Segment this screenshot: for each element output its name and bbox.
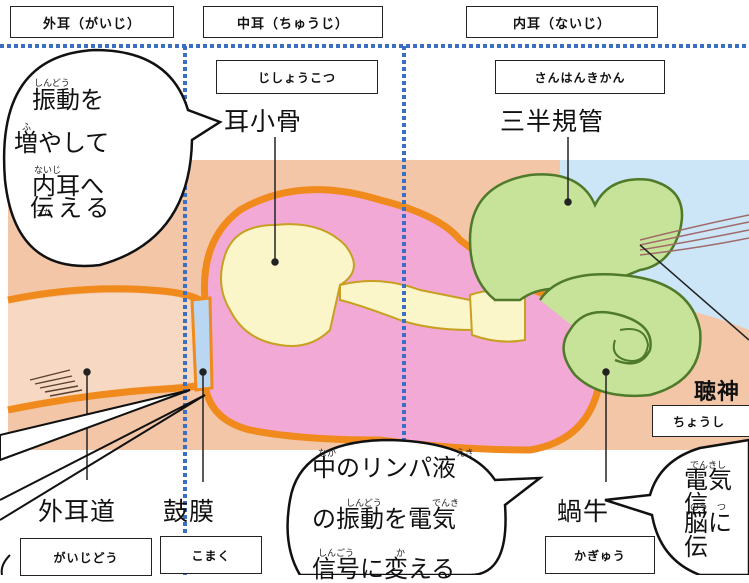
header-inner-ear: 内耳（ないじ） — [466, 6, 658, 38]
bubble-center-line-2: の振動を電気 — [312, 505, 456, 533]
callout-pointer-2 — [0, 394, 206, 521]
bubble-right-line-2: 脳に伝 — [684, 509, 732, 561]
canal-reading-box: がいじどう — [20, 538, 152, 576]
bubble-center-ruby-2a: しんどう — [346, 499, 382, 509]
ear-canal-skin — [8, 293, 205, 406]
bubble-left-ruby-1: しんどう — [34, 79, 70, 89]
bubble-center-ruby-2b: でんき — [432, 499, 460, 509]
bubble-center-line-3: 信号に変える — [312, 555, 456, 583]
bubble-left-line-2: 増やして — [14, 129, 110, 157]
label-ossicles: 耳小骨 — [224, 107, 303, 136]
auditory-nerve-fibers — [639, 214, 749, 256]
bubble-center-line-1: 中のリンパ液 — [312, 454, 456, 482]
bubble-center-shape — [286, 438, 544, 575]
ossicles-reading-box: じしょうこつ — [216, 60, 378, 94]
bubble-left-shape — [2, 48, 223, 268]
label-auditory-nerve: 聴神 — [694, 380, 741, 405]
bubble-left-line-1: 振動を — [32, 86, 104, 114]
bubble-right-ruby-2: のう つ — [690, 503, 727, 513]
ear-hairs — [29, 369, 83, 397]
bubble-left-ruby-3: ないじ — [34, 166, 62, 176]
bubble-left-ruby-2: ふ — [22, 123, 32, 133]
nerve-reading-box: ちょうし — [652, 405, 749, 437]
cochlea-shape — [538, 273, 702, 398]
bubble-right-shape — [604, 438, 749, 575]
callout-pointer — [0, 389, 191, 462]
canals-reading-box: さんはんきかん — [495, 60, 665, 94]
bubble-left-ruby-4: つた — [34, 209, 53, 219]
bubble-center-ruby-1a: なか — [318, 449, 337, 459]
label-eardrum: 鼓膜 — [163, 497, 216, 526]
bubble-left-line-3: 内耳へ — [32, 172, 104, 200]
bubble-left-bottom-edge — [0, 554, 11, 575]
bubble-right-line-1: 電気信 — [684, 466, 732, 518]
eardrum-reading-box: こまく — [160, 536, 262, 574]
bubble-left-line-4: 伝える — [30, 194, 114, 222]
label-cochlea: 蝸牛 — [557, 497, 610, 526]
semicircular-canals-shape — [468, 173, 684, 302]
ear-canal-lower-wall — [7, 381, 206, 414]
bubble-center-ruby-1b: えき — [456, 449, 474, 459]
cochlea-reading-box: かぎゅう — [545, 536, 655, 574]
label-semicircular-canals: 三半規管 — [500, 107, 605, 136]
bubble-center-ruby-3a: しんごう — [318, 549, 355, 559]
eardrum-shape — [190, 296, 214, 392]
bubble-center-ruby-3b: か — [396, 549, 406, 559]
bubble-right-ruby-1: でんきし — [690, 461, 727, 471]
header-middle-ear: 中耳（ちゅうじ） — [203, 6, 383, 38]
cochlea-spiral — [612, 328, 650, 362]
header-outer-ear: 外耳（がいじ） — [10, 6, 174, 38]
label-ear-canal: 外耳道 — [38, 497, 117, 526]
